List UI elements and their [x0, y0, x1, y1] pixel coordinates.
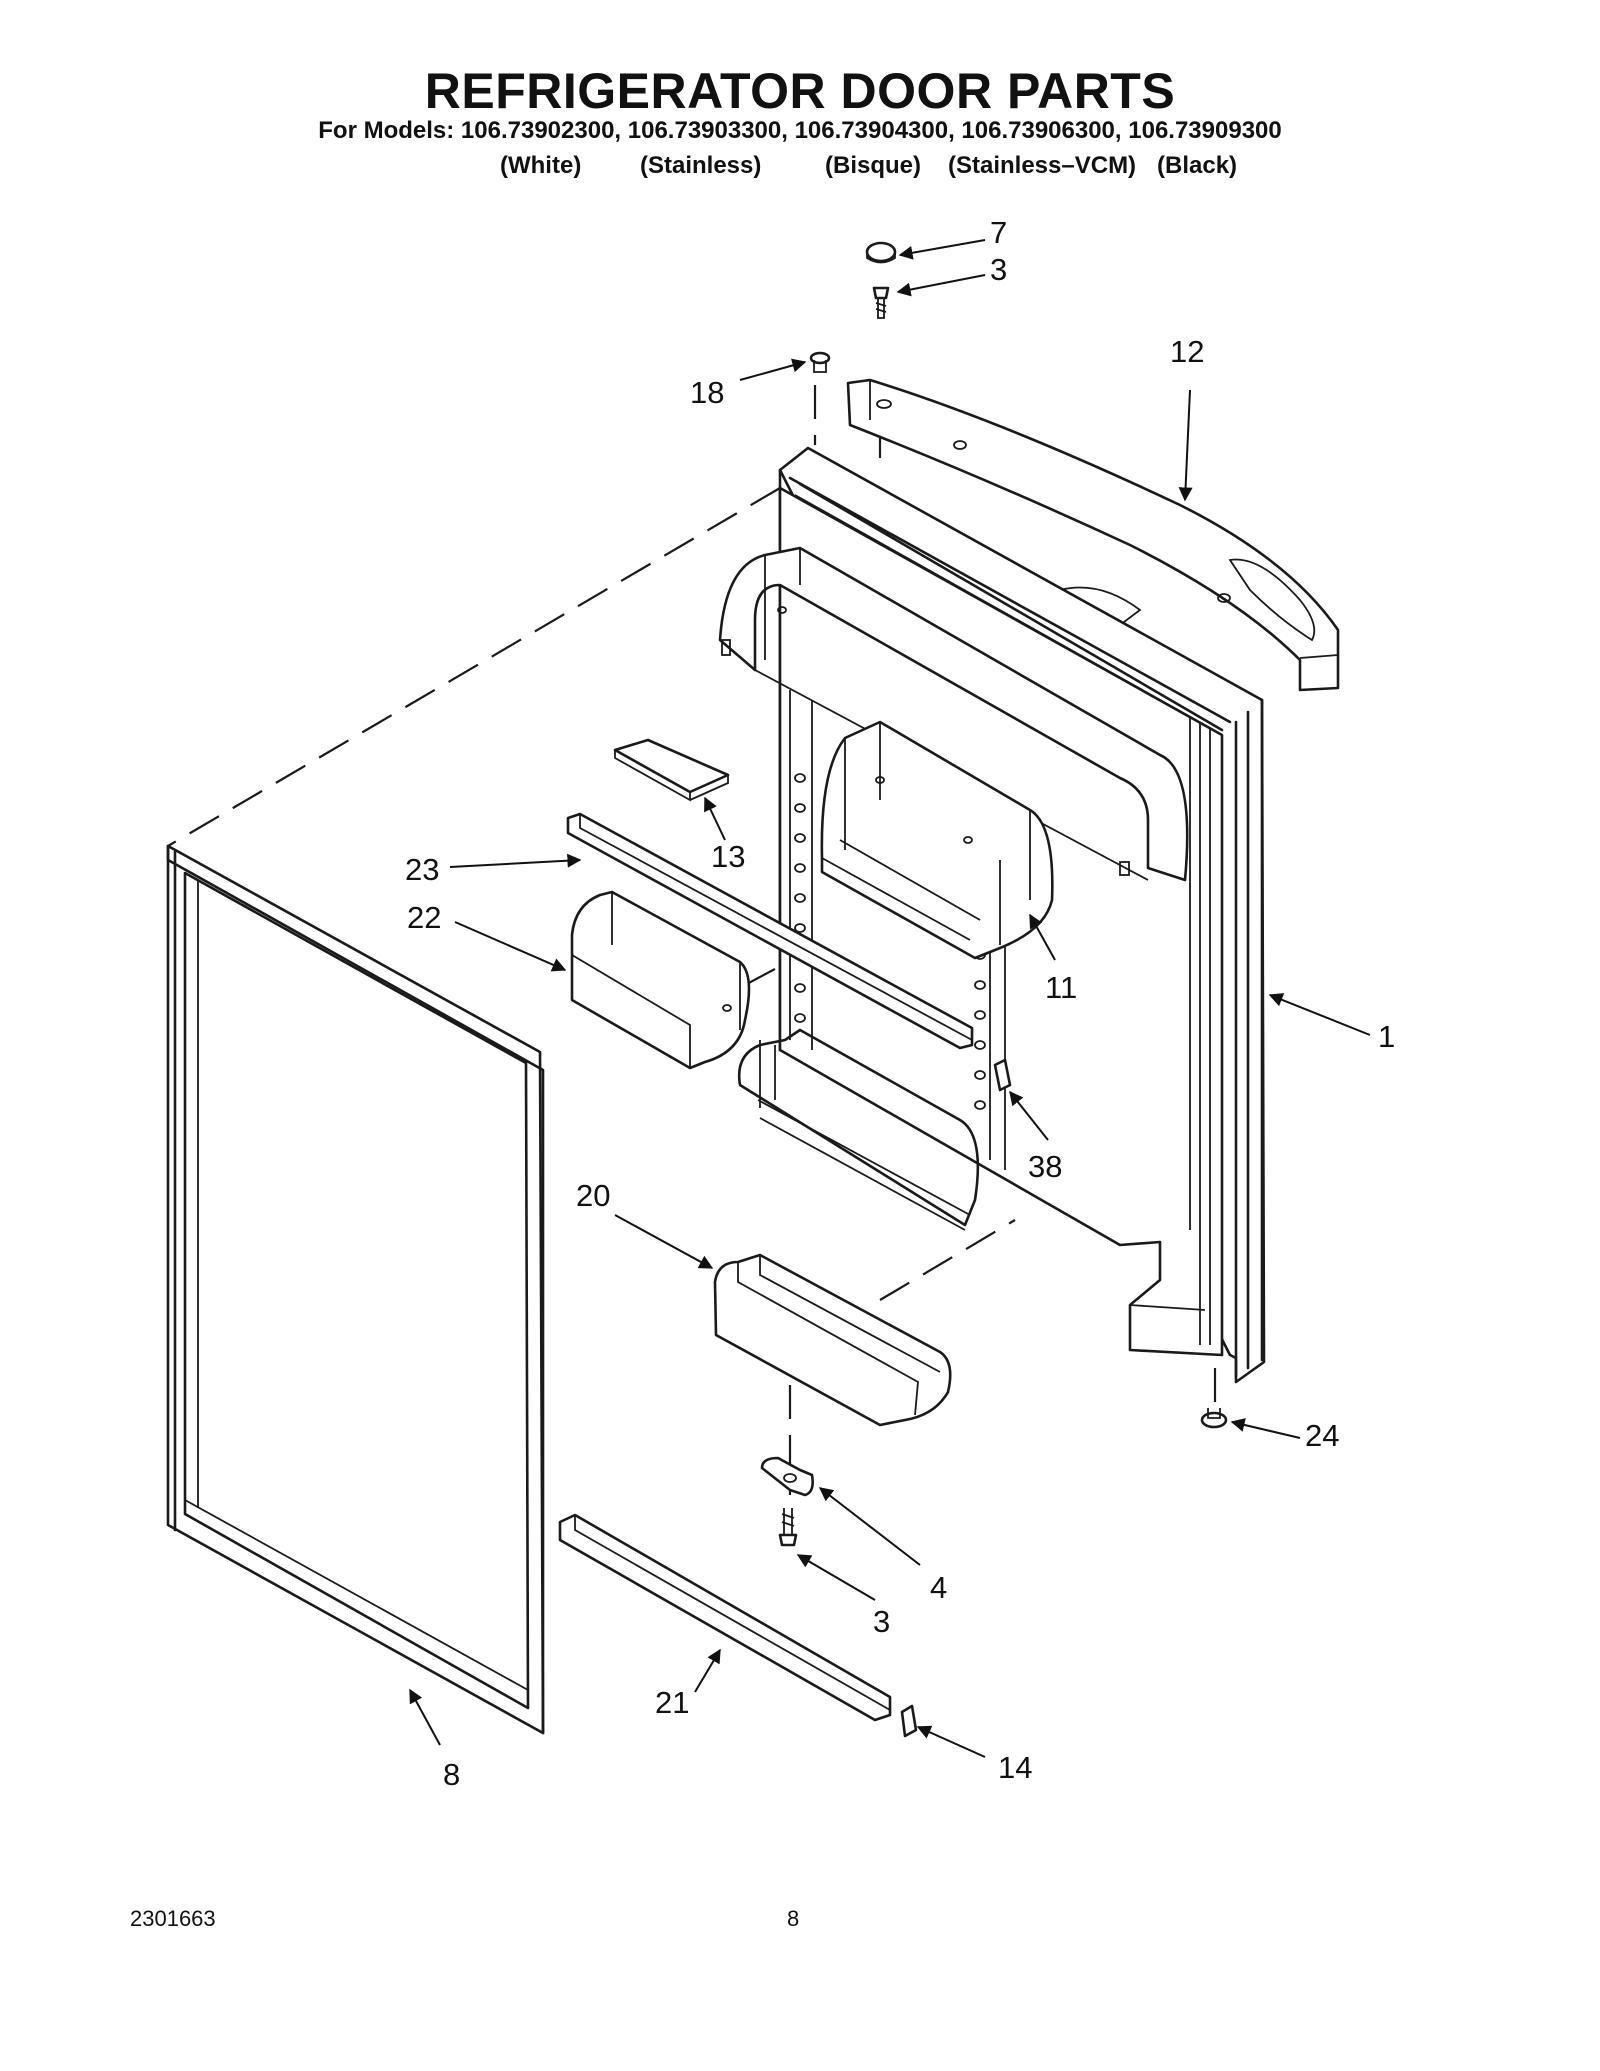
- callout-3-bottom: 3: [873, 1604, 890, 1639]
- callout-8: 8: [443, 1757, 460, 1792]
- callout-22: 22: [407, 900, 441, 935]
- callout-7: 7: [990, 215, 1007, 250]
- callout-14: 14: [998, 1750, 1032, 1785]
- part-4-hinge: [760, 1456, 814, 1497]
- page-number: 8: [787, 1906, 800, 1931]
- part-18-pin: [809, 351, 831, 373]
- callout-38: 38: [1028, 1149, 1062, 1184]
- part-8-door-gasket: [166, 844, 545, 1735]
- callout-21: 21: [655, 1685, 689, 1720]
- finish-bisque: (Bisque): [825, 152, 921, 179]
- part-3-screw-top: [872, 286, 890, 319]
- finish-stainless-vcm: (Stainless–VCM): [948, 152, 1137, 179]
- callout-labels: 7 3 12 18 13 23 22 11 1 38 20 24 4 3 21 …: [405, 215, 1395, 1792]
- callout-23: 23: [405, 852, 439, 887]
- part-21-bottom-strip: [558, 1513, 892, 1722]
- part-13-tray: [613, 738, 730, 802]
- callout-24: 24: [1305, 1418, 1339, 1453]
- callout-12: 12: [1170, 334, 1204, 369]
- part-14-clip: [900, 1704, 918, 1738]
- callout-4: 4: [930, 1570, 947, 1605]
- finish-black: (Black): [1157, 152, 1238, 179]
- part-11-door-bin: [820, 720, 1054, 960]
- page-title: REFRIGERATOR DOOR PARTS: [424, 63, 1176, 119]
- part-38-clip: [993, 1058, 1012, 1092]
- models-line: For Models: 106.73902300, 106.73903300, …: [318, 117, 1282, 144]
- part-23-shelf-bar: [566, 812, 974, 1050]
- finish-white: (White): [500, 152, 582, 179]
- callout-13: 13: [711, 839, 745, 874]
- part-22-door-bin: [570, 890, 751, 1070]
- callout-1: 1: [1378, 1019, 1395, 1054]
- part-24-bushing: [1200, 1408, 1228, 1429]
- part-7-plug: [865, 241, 897, 264]
- callout-3-top: 3: [990, 252, 1007, 287]
- part-20-lower-bin: [713, 1253, 952, 1427]
- finish-stainless: (Stainless): [640, 152, 762, 179]
- document-number: 2301663: [130, 1906, 216, 1931]
- callout-leaders: [409, 239, 1371, 1758]
- callout-18: 18: [690, 375, 724, 410]
- callout-11: 11: [1045, 970, 1077, 1005]
- callout-20: 20: [576, 1178, 610, 1213]
- part-12-door-top-cap: [846, 378, 1340, 692]
- part-3-screw-bottom: [778, 1508, 798, 1547]
